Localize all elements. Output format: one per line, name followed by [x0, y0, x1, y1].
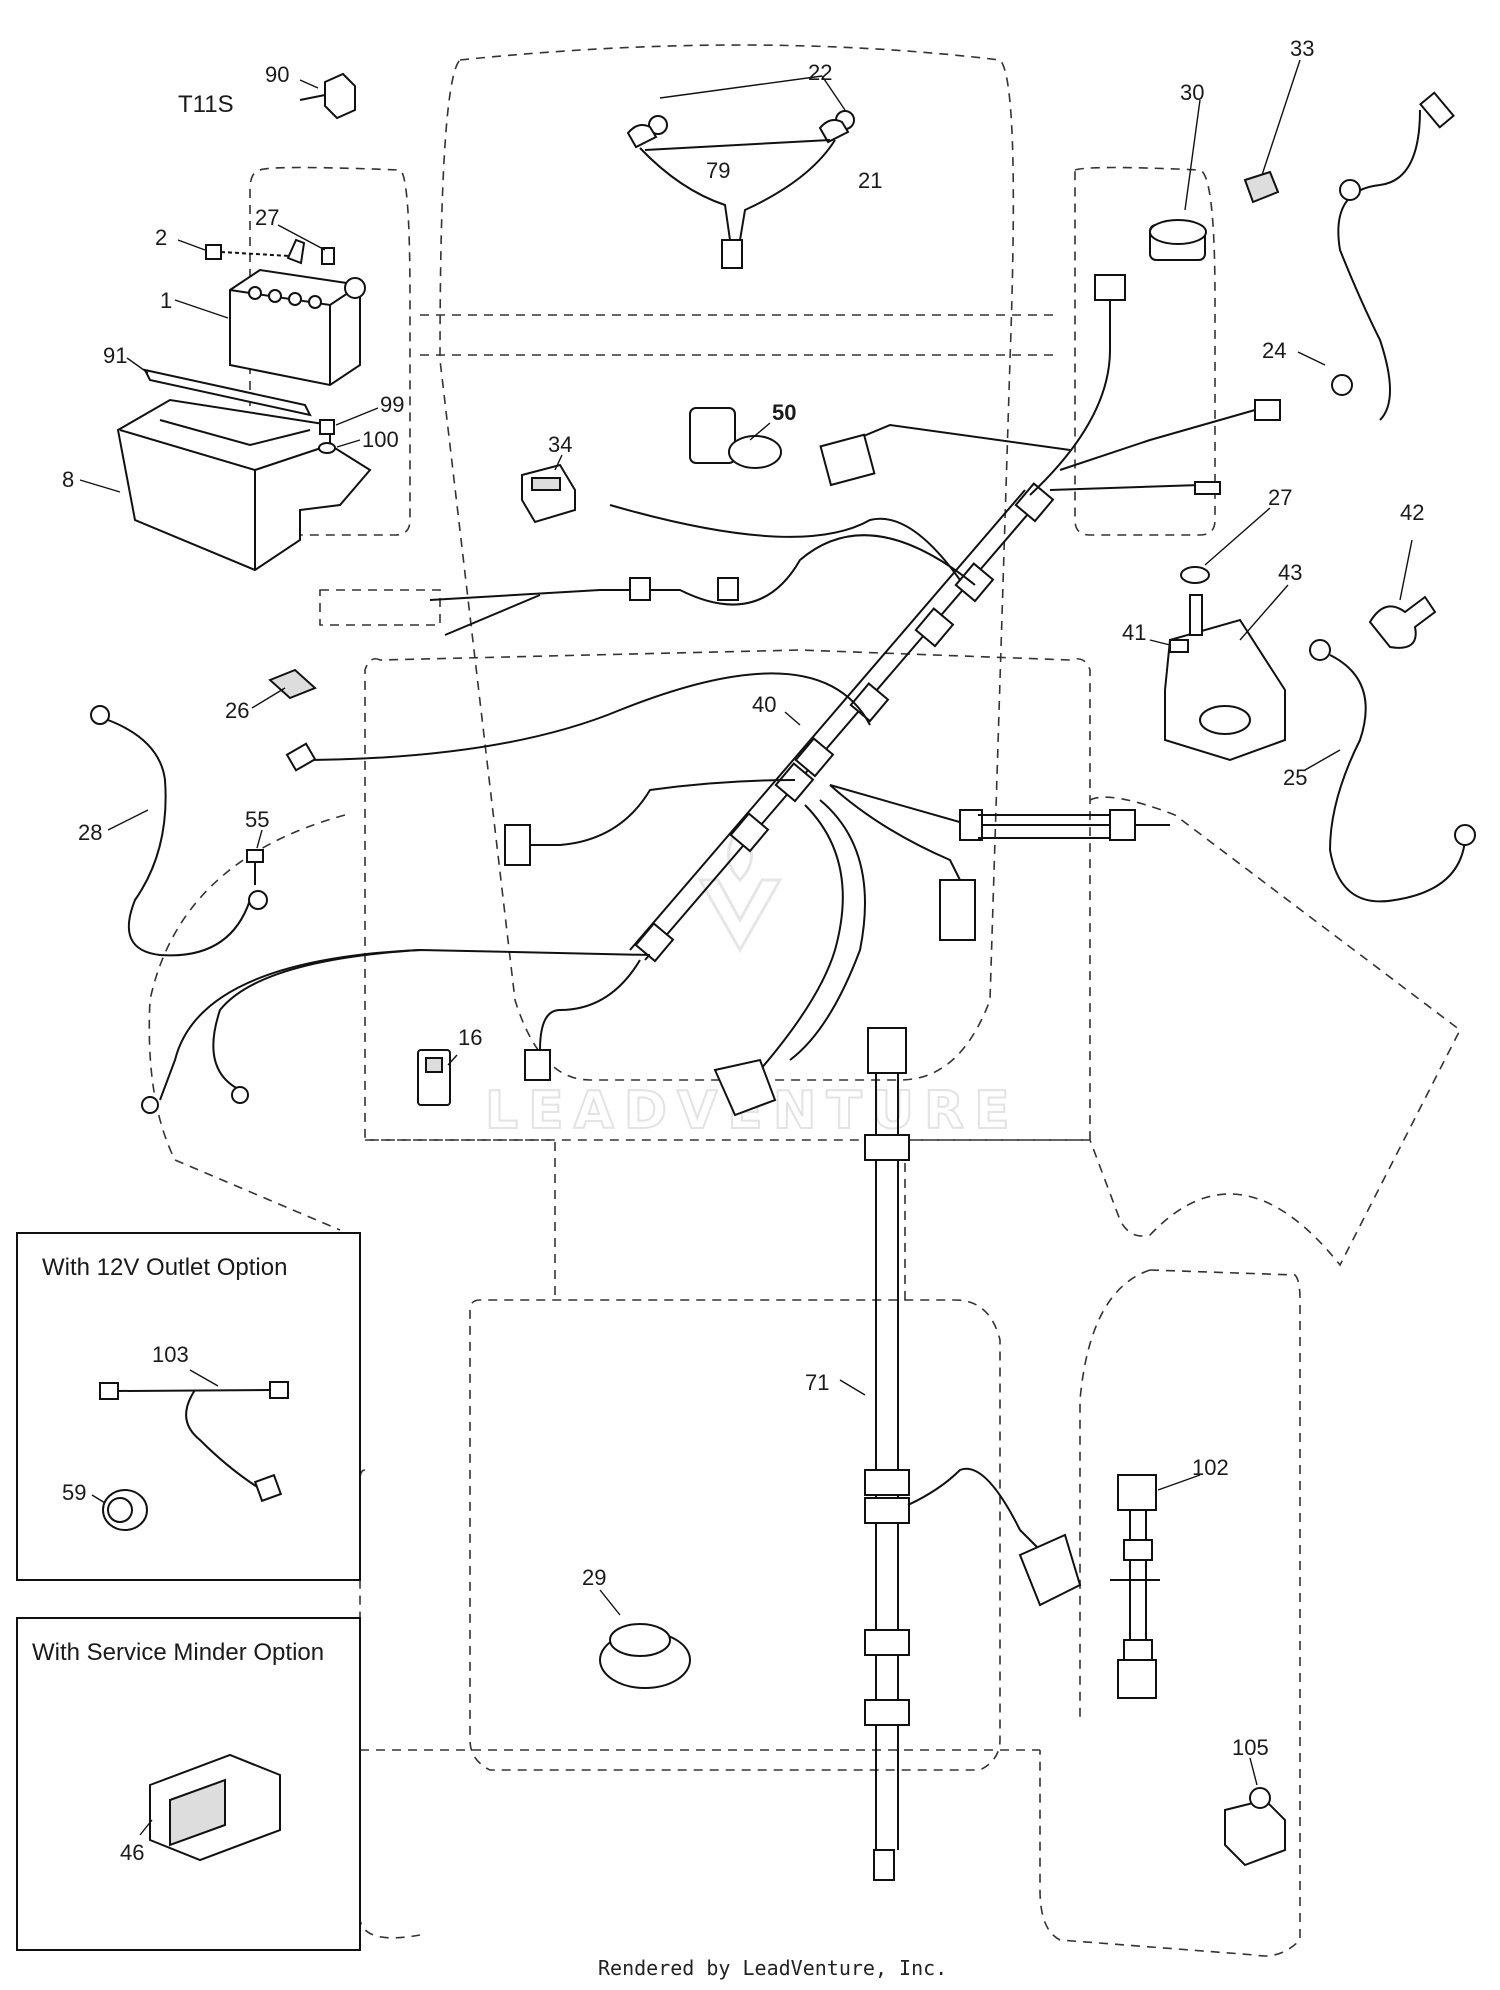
callout-103: 103	[152, 1342, 189, 1367]
part-55-screw	[246, 829, 264, 885]
footer-credit: Rendered by LeadVenture, Inc.	[598, 1956, 947, 1980]
part-50-pto-switch	[689, 407, 782, 469]
part-25-cable	[1304, 639, 1476, 903]
callout-105: 105	[1232, 1735, 1269, 1760]
callout-22: 22	[808, 60, 832, 85]
callout-21: 21	[858, 168, 882, 193]
callout-102: 102	[1192, 1455, 1229, 1480]
callout-28: 28	[78, 820, 102, 845]
inset-12v-outlet: With 12V Outlet Option	[16, 1232, 361, 1581]
callout-25: 25	[1283, 765, 1307, 790]
part-34-switch	[521, 454, 576, 524]
part-59-outlet	[91, 1489, 148, 1531]
part-2-bolt	[177, 239, 291, 260]
callout-29: 29	[582, 1565, 606, 1590]
callout-1: 1	[160, 288, 172, 313]
part-27-nut	[277, 224, 335, 265]
part-16-relay	[417, 1049, 458, 1106]
callout-71: 71	[805, 1370, 829, 1395]
inset-12v-title: With 12V Outlet Option	[42, 1254, 287, 1281]
tractor-outline	[148, 44, 1462, 1957]
inset-service-minder: With Service Minder Option	[16, 1617, 361, 1951]
part-24-cable	[1297, 91, 1455, 421]
callout-33: 33	[1290, 36, 1314, 61]
part-103-outlet-harness	[99, 1369, 289, 1503]
callout-90: 90	[265, 62, 289, 87]
callout-42: 42	[1400, 500, 1424, 525]
part-90-terminal	[299, 72, 356, 120]
part-99-screw	[319, 407, 379, 435]
callout-46: 46	[120, 1840, 144, 1865]
callout-100: 100	[362, 427, 399, 452]
callout-27: 27	[255, 205, 279, 230]
part-71-rear-harness	[839, 1027, 1082, 1881]
part-100-washer	[318, 439, 361, 454]
callout-16: 16	[458, 1025, 482, 1050]
callout-40: 40	[752, 692, 776, 717]
part-29-plug	[599, 1589, 691, 1689]
callout-27-solenoid: 27	[1268, 485, 1292, 510]
callout-34: 34	[548, 432, 572, 457]
part-91-hold-down	[126, 357, 312, 417]
inset-service-minder-title: With Service Minder Option	[32, 1639, 324, 1666]
part-105-sensor	[1224, 1757, 1286, 1867]
part-8-battery-tray	[79, 398, 372, 572]
part-46-service-minder	[139, 1753, 281, 1862]
callout-55: 55	[245, 807, 269, 832]
part-22-headlight-harness	[626, 75, 855, 269]
part-102-harness	[1110, 1474, 1201, 1699]
callout-26: 26	[225, 698, 249, 723]
callout-24: 24	[1262, 338, 1286, 363]
callout-8: 8	[62, 467, 74, 492]
callout-79: 79	[706, 158, 730, 183]
callout-91: 91	[103, 343, 127, 368]
callout-50: 50	[772, 400, 796, 425]
part-26-fuse	[251, 668, 317, 709]
callout-43: 43	[1278, 560, 1302, 585]
part-43-solenoid	[1164, 584, 1289, 762]
part-27-solenoid-nut	[1180, 507, 1271, 584]
part-28-ground-cable	[90, 705, 268, 957]
callout-30: 30	[1180, 80, 1204, 105]
callout-59: 59	[62, 1480, 86, 1505]
part-42-terminal-boot	[1368, 539, 1437, 649]
model-code: T11S	[178, 91, 234, 118]
part-30-ignition-switch	[1149, 99, 1207, 261]
callout-2: 2	[155, 225, 167, 250]
callout-99: 99	[380, 392, 404, 417]
part-33-key	[1243, 59, 1301, 204]
part-40-main-harness	[141, 274, 1281, 1117]
callout-41: 41	[1122, 620, 1146, 645]
callout-labels: 90 22 79 21 30 33 2 27 1 91 99 100 8 24 …	[62, 36, 1424, 1865]
part-41-bolt	[1149, 639, 1189, 653]
part-1-battery	[174, 268, 366, 387]
